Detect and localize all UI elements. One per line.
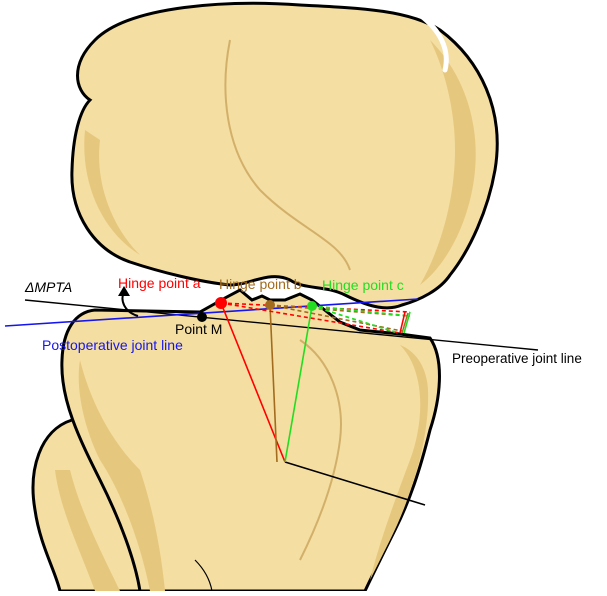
preoperative-joint-line-label: Preoperative joint line bbox=[452, 351, 582, 366]
hinge-point-b-label: Hinge point b bbox=[219, 276, 302, 292]
postoperative-joint-line-label: Postoperative joint line bbox=[42, 337, 183, 353]
hinge-point-c-label: Hinge point c bbox=[322, 277, 404, 293]
hinge-point-b-marker bbox=[265, 300, 275, 310]
point-m-label: Point M bbox=[175, 321, 222, 337]
hinge-point-a-label: Hinge point a bbox=[118, 275, 201, 291]
hinge-point-a-marker bbox=[215, 297, 227, 309]
delta-mpta-label: ΔMPTA bbox=[24, 279, 72, 295]
femur bbox=[72, 3, 497, 307]
hinge-point-c-marker bbox=[307, 301, 317, 311]
